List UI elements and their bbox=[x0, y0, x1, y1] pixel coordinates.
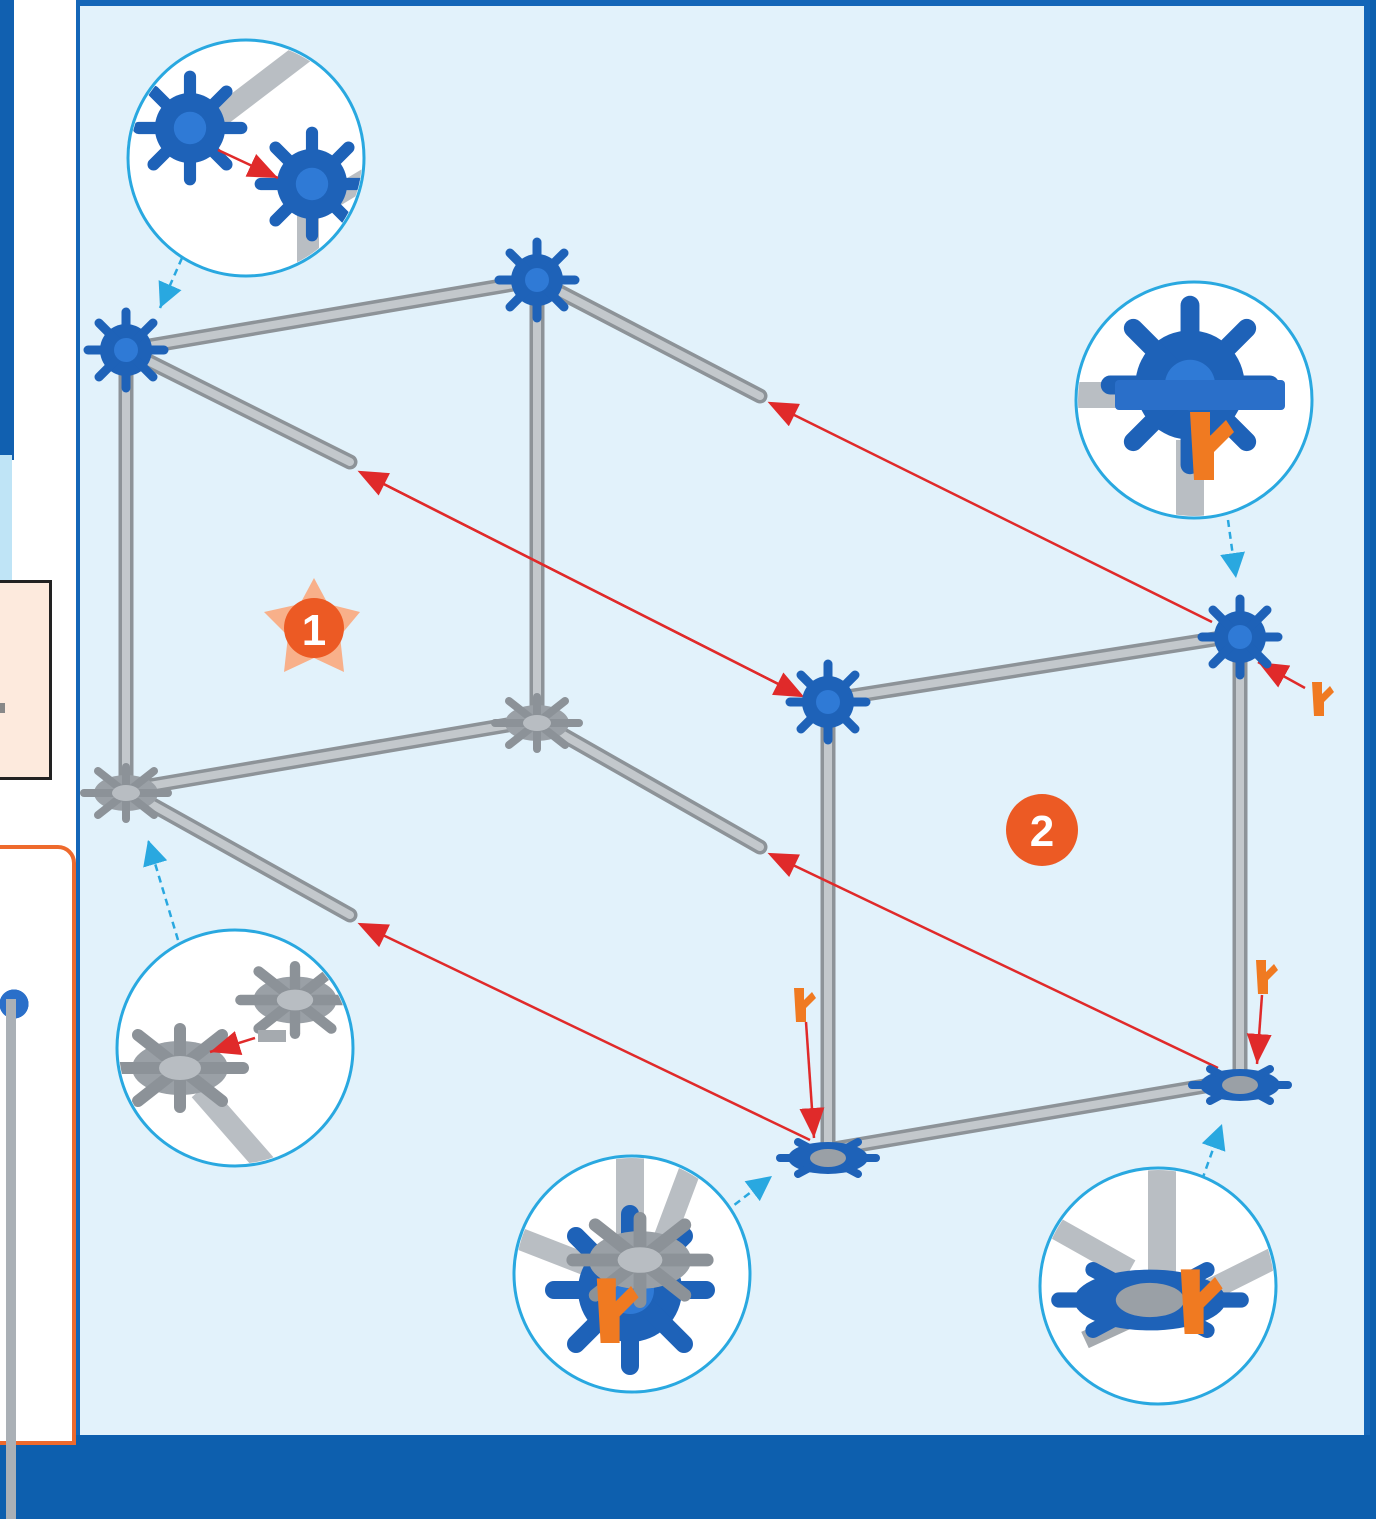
gray-connector-icon bbox=[240, 966, 349, 1034]
orange-clip-icon bbox=[794, 988, 816, 1022]
detail-callout-bottom-right bbox=[1038, 1166, 1278, 1406]
gray-connector-icon bbox=[84, 767, 168, 819]
gray-connector-icon bbox=[117, 1029, 243, 1107]
step-1-badge: 1 bbox=[264, 578, 360, 672]
assembly-diagram: 1 2 bbox=[0, 38, 1334, 1406]
rod-icon bbox=[6, 999, 16, 1519]
step-2-badge: 2 bbox=[1006, 794, 1078, 866]
blue-connector-icon bbox=[499, 242, 575, 318]
detail-callout-top-right bbox=[1074, 280, 1314, 520]
blue-connector-icon bbox=[139, 77, 242, 180]
gray-connector-icon bbox=[573, 1218, 707, 1301]
orange-clip-icon bbox=[1312, 682, 1334, 716]
detail-callout-top-left bbox=[126, 38, 366, 278]
step-1-number: 1 bbox=[302, 606, 326, 655]
detail-callout-bottom-center bbox=[512, 1154, 752, 1394]
adjacent-orange-panel bbox=[0, 845, 76, 1519]
adjacent-note-box bbox=[0, 580, 52, 780]
adjacent-sky-bar bbox=[0, 455, 12, 595]
guide-arrow bbox=[767, 852, 1219, 1070]
guide-arrow bbox=[357, 922, 811, 1142]
step-2-number: 2 bbox=[1030, 807, 1054, 856]
rod-frame bbox=[118, 272, 1248, 1158]
blue-connector-icon bbox=[1202, 599, 1278, 675]
detail-callout-bottom-left bbox=[115, 928, 355, 1168]
orange-clip-icon bbox=[1256, 960, 1278, 994]
guide-arrow bbox=[767, 401, 1213, 624]
blue-connector-icon bbox=[790, 664, 866, 740]
guide-arrow bbox=[357, 470, 801, 697]
blue-connector-icon bbox=[88, 312, 164, 388]
gray-connector-icon bbox=[495, 697, 579, 749]
guide-arrow bbox=[799, 1021, 825, 1139]
blue-connector-icon bbox=[0, 979, 34, 1029]
blue-gray-connector-icon bbox=[1192, 1069, 1288, 1101]
callout-lines bbox=[143, 257, 1245, 1213]
guide-arrow bbox=[1246, 994, 1272, 1065]
adjacent-blue-bar bbox=[0, 0, 14, 460]
guide-arrows bbox=[209, 148, 1306, 1142]
